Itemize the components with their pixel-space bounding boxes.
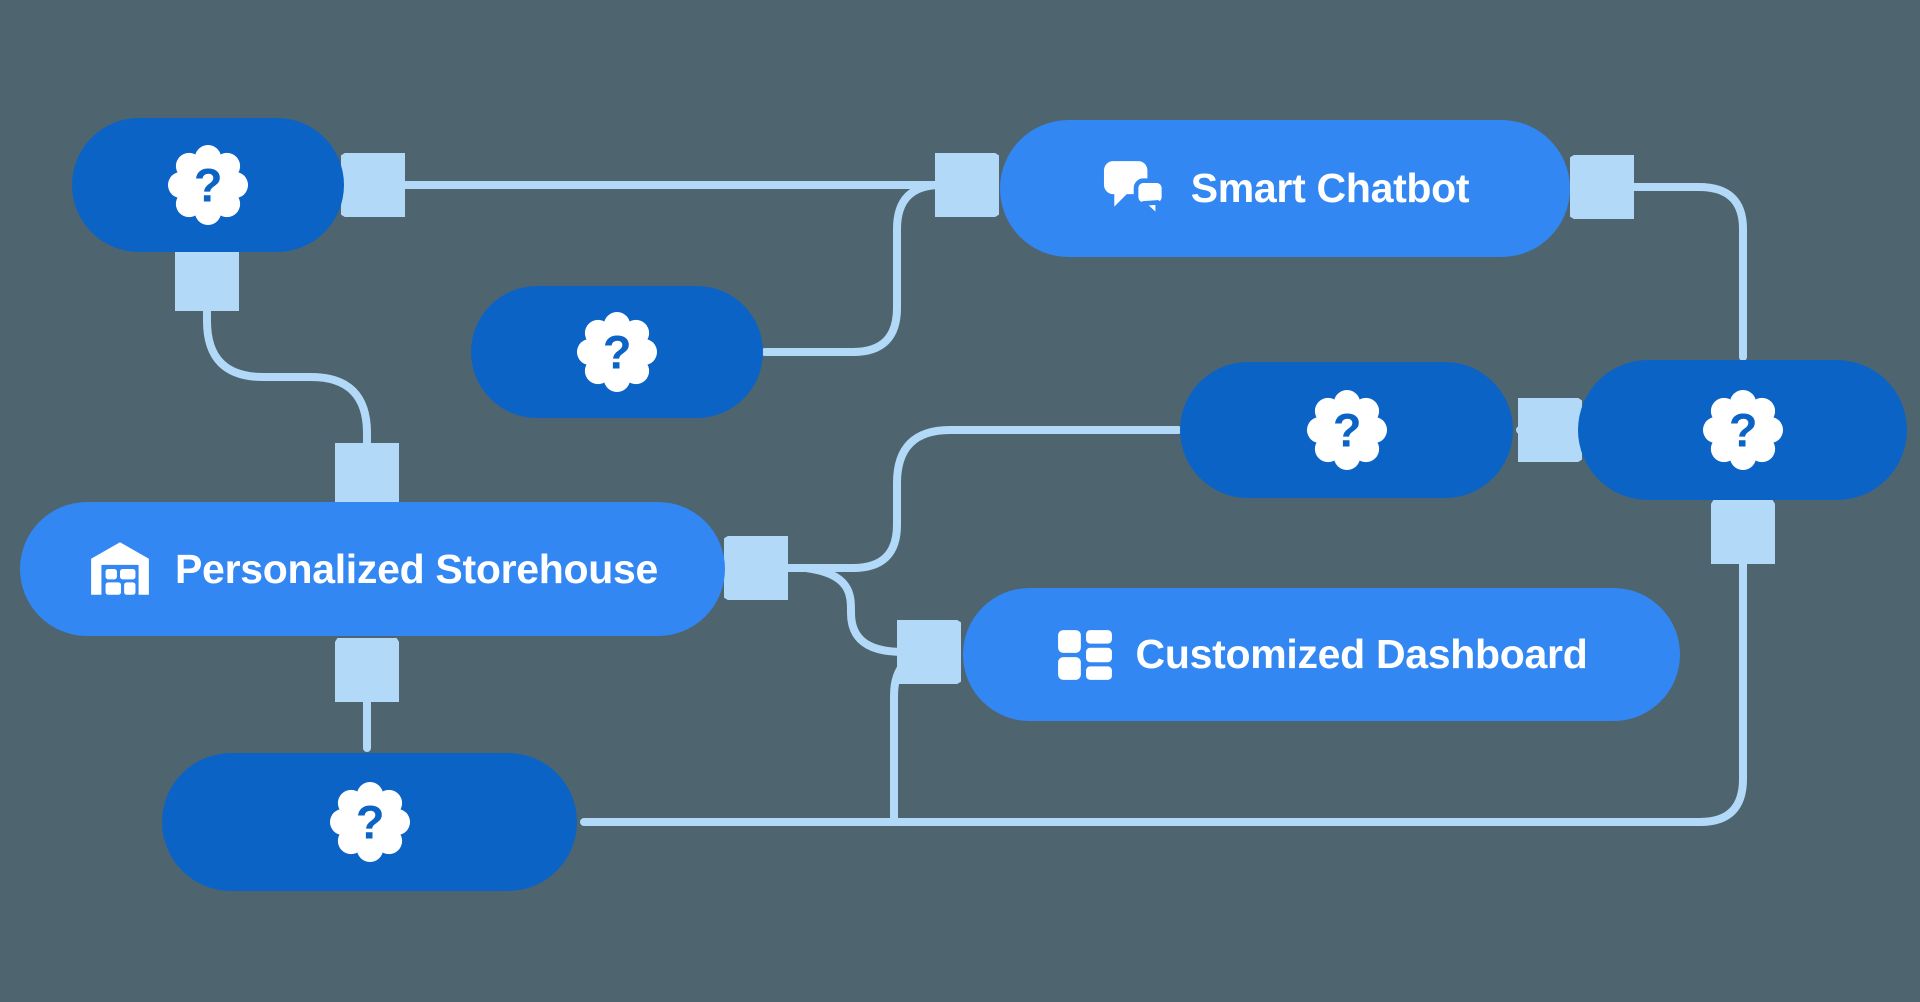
question-badge-icon: ?	[167, 144, 249, 226]
node-smart-chatbot[interactable]: Smart Chatbot	[1000, 120, 1570, 257]
connector-bus-riser-dashboard	[890, 648, 942, 822]
connector-a-storehouse	[207, 260, 367, 494]
node-placeholder-b[interactable]: ?	[471, 286, 763, 418]
node-placeholder-d[interactable]: ?	[1578, 360, 1907, 500]
connector-c-storehouse	[737, 426, 1182, 568]
question-badge-icon: ?	[1306, 389, 1388, 471]
placeholder-question-mark: ?	[355, 797, 383, 849]
placeholder-question-mark: ?	[1728, 405, 1756, 457]
connector-e-d-bottom-bus	[580, 513, 1743, 826]
question-badge-icon: ?	[576, 311, 658, 393]
placeholder-question-mark: ?	[1332, 405, 1360, 457]
node-personalized-storehouse[interactable]: Personalized Storehouse	[20, 502, 725, 636]
node-placeholder-e[interactable]: ?	[162, 753, 577, 891]
warehouse-icon	[91, 542, 149, 595]
question-badge-icon: ?	[1702, 389, 1784, 471]
connector-d-chatbot	[1583, 187, 1747, 361]
dashboard-grid-icon	[1057, 629, 1112, 680]
connector-b-chatbot	[761, 181, 966, 356]
question-badge-icon: ?	[329, 781, 411, 863]
node-placeholder-a[interactable]: ?	[72, 118, 344, 252]
node-customized-dashboard[interactable]: Customized Dashboard	[963, 588, 1680, 721]
node-label: Personalized Storehouse	[175, 545, 658, 592]
node-placeholder-c[interactable]: ?	[1180, 362, 1513, 498]
node-label: Smart Chatbot	[1190, 165, 1470, 211]
connector-branch-dashboard	[802, 564, 948, 652]
chat-bubbles-icon	[1103, 160, 1167, 219]
placeholder-question-mark: ?	[603, 327, 631, 379]
node-label: Customized Dashboard	[1135, 631, 1588, 677]
placeholder-question-mark: ?	[194, 160, 222, 212]
